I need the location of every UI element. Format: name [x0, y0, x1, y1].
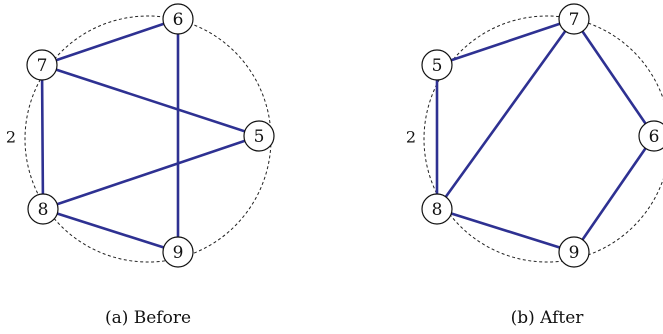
- panel-after: 2 7 5 6 8 9 (b) After: [406, 3, 663, 328]
- before-edge-7-5: [40, 63, 261, 138]
- after-node-6-label: 6: [649, 127, 660, 147]
- before-edge-7-8: [40, 63, 45, 211]
- after-edge-8-9: [435, 207, 576, 254]
- before-edge-8-5: [41, 134, 261, 211]
- after-node-7-circle: [558, 3, 590, 35]
- after-node-6-circle: [638, 120, 663, 152]
- after-node-6: 6: [638, 120, 663, 152]
- before-node-5-circle: [243, 120, 275, 152]
- after-edge-7-8: [435, 17, 576, 211]
- before-edge-7-6: [40, 17, 180, 67]
- before-node-6-label: 6: [173, 10, 184, 30]
- panel-before: 2 6 7 5 8 9 (a) Before: [6, 3, 275, 328]
- after-edge-7-6: [572, 17, 656, 138]
- before-node-9: 9: [162, 236, 194, 268]
- before-node-7-circle: [26, 49, 58, 81]
- before-node-6-circle: [162, 3, 194, 35]
- after-node-8: 8: [421, 193, 453, 225]
- after-node-5: 5: [421, 49, 453, 81]
- after-node-9-label: 9: [569, 243, 580, 263]
- before-node-9-circle: [162, 236, 194, 268]
- before-dashed-ring: [24, 15, 272, 263]
- after-dashed-ring: [423, 15, 663, 263]
- after-node-7: 7: [558, 3, 590, 35]
- before-edge-8-9: [41, 207, 180, 254]
- after-node-5-circle: [421, 49, 453, 81]
- before-node-8-circle: [27, 193, 59, 225]
- after-node-8-circle: [421, 193, 453, 225]
- before-node-8: 8: [27, 193, 59, 225]
- after-node-9-circle: [558, 236, 590, 268]
- before-side-mark: 2: [6, 128, 16, 147]
- before-node-6: 6: [162, 3, 194, 35]
- after-node-5-label: 5: [432, 56, 443, 76]
- before-node-9-label: 9: [173, 243, 184, 263]
- after-side-mark: 2: [406, 128, 416, 147]
- before-node-7: 7: [26, 49, 58, 81]
- after-edge-5-7: [435, 17, 576, 67]
- after-node-8-label: 8: [432, 200, 443, 220]
- after-node-7-label: 7: [569, 10, 580, 30]
- after-node-9: 9: [558, 236, 590, 268]
- after-edge-6-9: [572, 134, 656, 254]
- before-node-8-label: 8: [38, 200, 49, 220]
- before-node-5-label: 5: [254, 127, 265, 147]
- before-caption: (a) Before: [105, 308, 191, 328]
- before-node-5: 5: [243, 120, 275, 152]
- after-caption: (b) After: [511, 308, 585, 328]
- before-node-7-label: 7: [37, 56, 48, 76]
